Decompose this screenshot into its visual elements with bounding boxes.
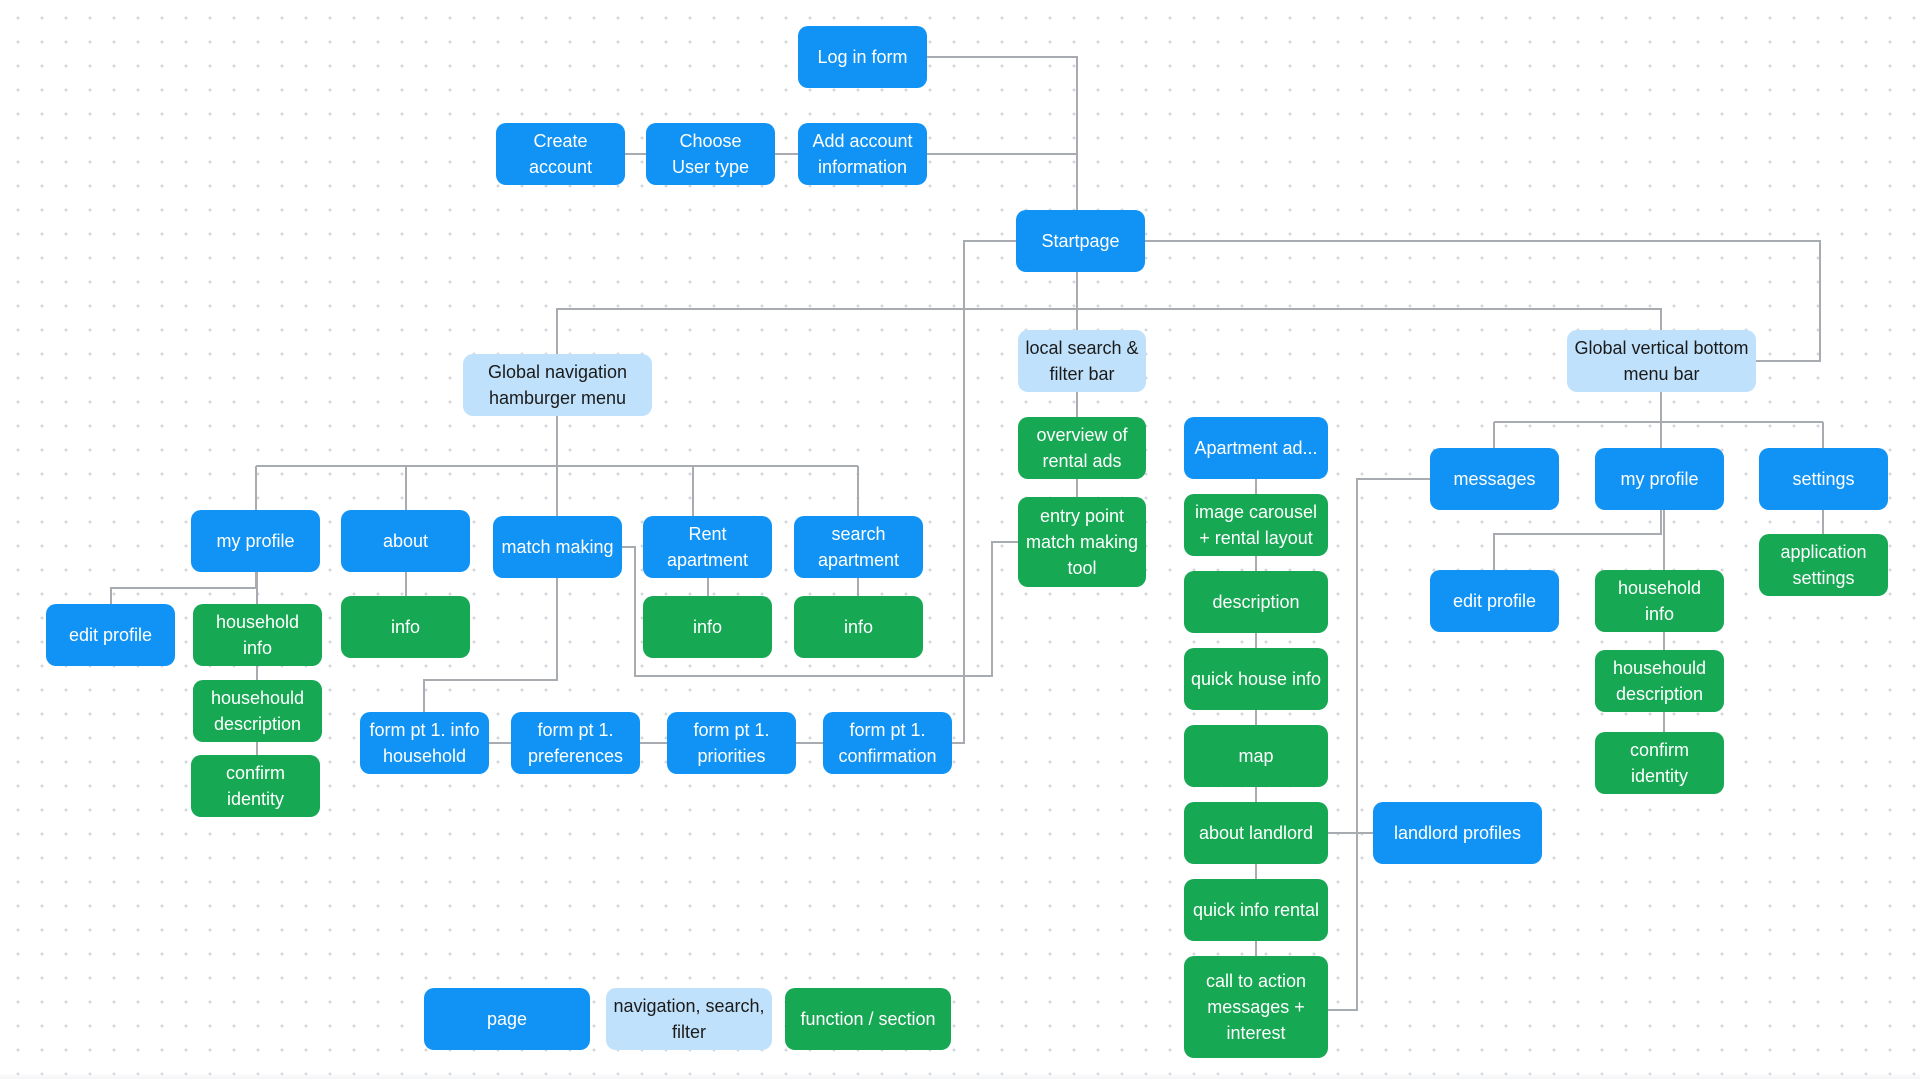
node-my-profile-right[interactable]: my profile [1595, 448, 1724, 510]
node-form-preferences[interactable]: form pt 1. preferences [511, 712, 640, 774]
node-messages[interactable]: messages [1430, 448, 1559, 510]
node-settings[interactable]: settings [1759, 448, 1888, 510]
node-image-carousel[interactable]: image carousel + rental layout [1184, 494, 1328, 556]
node-global-navigation-hamburger[interactable]: Global navigation hamburger menu [463, 354, 652, 416]
canvas-bottom-edge [0, 1073, 1920, 1079]
node-overview-rental-ads[interactable]: overview of rental ads [1018, 417, 1146, 479]
connector-line [110, 572, 257, 604]
node-description[interactable]: description [1184, 571, 1328, 633]
node-startpage[interactable]: Startpage [1016, 210, 1145, 272]
node-login-form[interactable]: Log in form [798, 26, 927, 88]
node-add-account-information[interactable]: Add account information [798, 123, 927, 185]
legend-navigation-search-filter: navigation, search, filter [606, 988, 772, 1050]
connector-line [1493, 510, 1662, 570]
legend-function-section: function / section [785, 988, 951, 1050]
connector-line [927, 56, 1078, 210]
node-match-making[interactable]: match making [493, 516, 622, 578]
node-form-household[interactable]: form pt 1. info household [360, 712, 489, 774]
node-household-description-right[interactable]: househould description [1595, 650, 1724, 712]
node-confirm-identity-right[interactable]: confirm identity [1595, 732, 1724, 794]
node-household-info-right[interactable]: household info [1595, 570, 1724, 632]
node-entry-point-match-making[interactable]: entry point match making tool [1018, 497, 1146, 587]
node-call-to-action[interactable]: call to action messages + interest [1184, 956, 1328, 1058]
connector-line [952, 240, 1016, 744]
node-edit-profile-left[interactable]: edit profile [46, 604, 175, 666]
node-edit-profile-right[interactable]: edit profile [1430, 570, 1559, 632]
node-quick-info-rental[interactable]: quick info rental [1184, 879, 1328, 941]
node-apartment-ad[interactable]: Apartment ad... [1184, 417, 1328, 479]
connector-line [1077, 308, 1662, 330]
node-global-vertical-bottom-menu[interactable]: Global vertical bottom menu bar [1567, 330, 1756, 392]
node-search-apartment[interactable]: search apartment [794, 516, 923, 578]
node-about-info[interactable]: info [341, 596, 470, 658]
node-my-profile-left[interactable]: my profile [191, 510, 320, 572]
connector-line [1328, 478, 1430, 1011]
node-rent-info[interactable]: info [643, 596, 772, 658]
node-confirm-identity-left[interactable]: confirm identity [191, 755, 320, 817]
node-choose-user-type[interactable]: Choose User type [646, 123, 775, 185]
connector-line [556, 308, 1077, 354]
legend-page: page [424, 988, 590, 1050]
node-about[interactable]: about [341, 510, 470, 572]
connector-line [1145, 240, 1821, 362]
node-household-description-left[interactable]: househould description [193, 680, 322, 742]
node-local-search-filter-bar[interactable]: local search & filter bar [1018, 330, 1146, 392]
node-create-account[interactable]: Create account [496, 123, 625, 185]
node-map[interactable]: map [1184, 725, 1328, 787]
node-landlord-profiles[interactable]: landlord profiles [1373, 802, 1542, 864]
connector-line [622, 541, 1018, 677]
node-application-settings[interactable]: application settings [1759, 534, 1888, 596]
node-search-info[interactable]: info [794, 596, 923, 658]
node-quick-house-info[interactable]: quick house info [1184, 648, 1328, 710]
node-about-landlord[interactable]: about landlord [1184, 802, 1328, 864]
connector-line [423, 578, 558, 712]
node-household-info-left[interactable]: household info [193, 604, 322, 666]
node-rent-apartment[interactable]: Rent apartment [643, 516, 772, 578]
node-form-priorities[interactable]: form pt 1. priorities [667, 712, 796, 774]
node-form-confirmation[interactable]: form pt 1. confirmation [823, 712, 952, 774]
